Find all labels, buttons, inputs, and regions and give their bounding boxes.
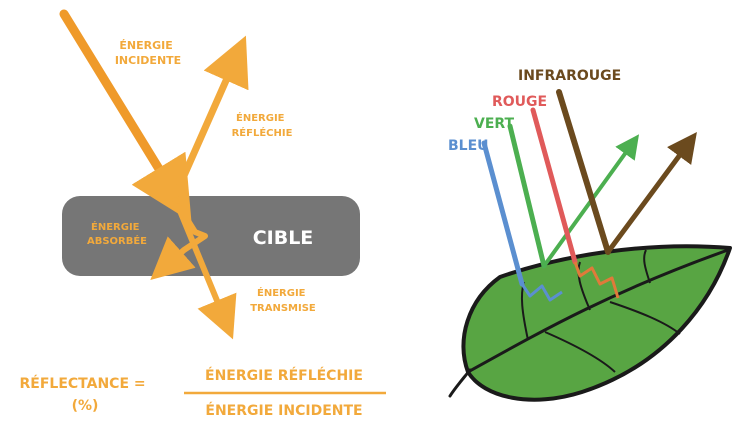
left-diagram: CIBLE ÉNERGIE INCIDENTE ÉNERGIE RÉFLÉCHI… bbox=[62, 14, 360, 320]
green-incident-ray bbox=[510, 126, 544, 266]
reflected-energy-label: ÉNERGIE RÉFLÉCHIE bbox=[232, 111, 293, 139]
reflectance-formula: RÉFLECTANCE = (%) ÉNERGIE RÉFLÉCHIE ÉNER… bbox=[20, 367, 387, 419]
formula-denominator: ÉNERGIE INCIDENTE bbox=[205, 402, 362, 419]
band-label-infrared: INFRAROUGE bbox=[518, 68, 621, 84]
target-label: CIBLE bbox=[253, 227, 314, 249]
transmitted-energy-label: ÉNERGIE TRANSMISE bbox=[250, 286, 316, 314]
band-label-red: ROUGE bbox=[492, 94, 547, 110]
leaf bbox=[463, 246, 730, 399]
band-label-green: VERT bbox=[474, 116, 515, 132]
formula-lhs: RÉFLECTANCE = (%) bbox=[20, 375, 151, 414]
right-diagram: BLEU VERT ROUGE INFRAROUGE bbox=[448, 68, 730, 400]
formula-numerator: ÉNERGIE RÉFLÉCHIE bbox=[205, 367, 363, 384]
blue-incident-ray bbox=[484, 143, 522, 284]
reflected-energy-arrow bbox=[175, 58, 236, 196]
leaf-stem bbox=[450, 370, 470, 396]
band-label-blue: BLEU bbox=[448, 138, 489, 154]
incident-energy-label: ÉNERGIE INCIDENTE bbox=[115, 39, 181, 67]
